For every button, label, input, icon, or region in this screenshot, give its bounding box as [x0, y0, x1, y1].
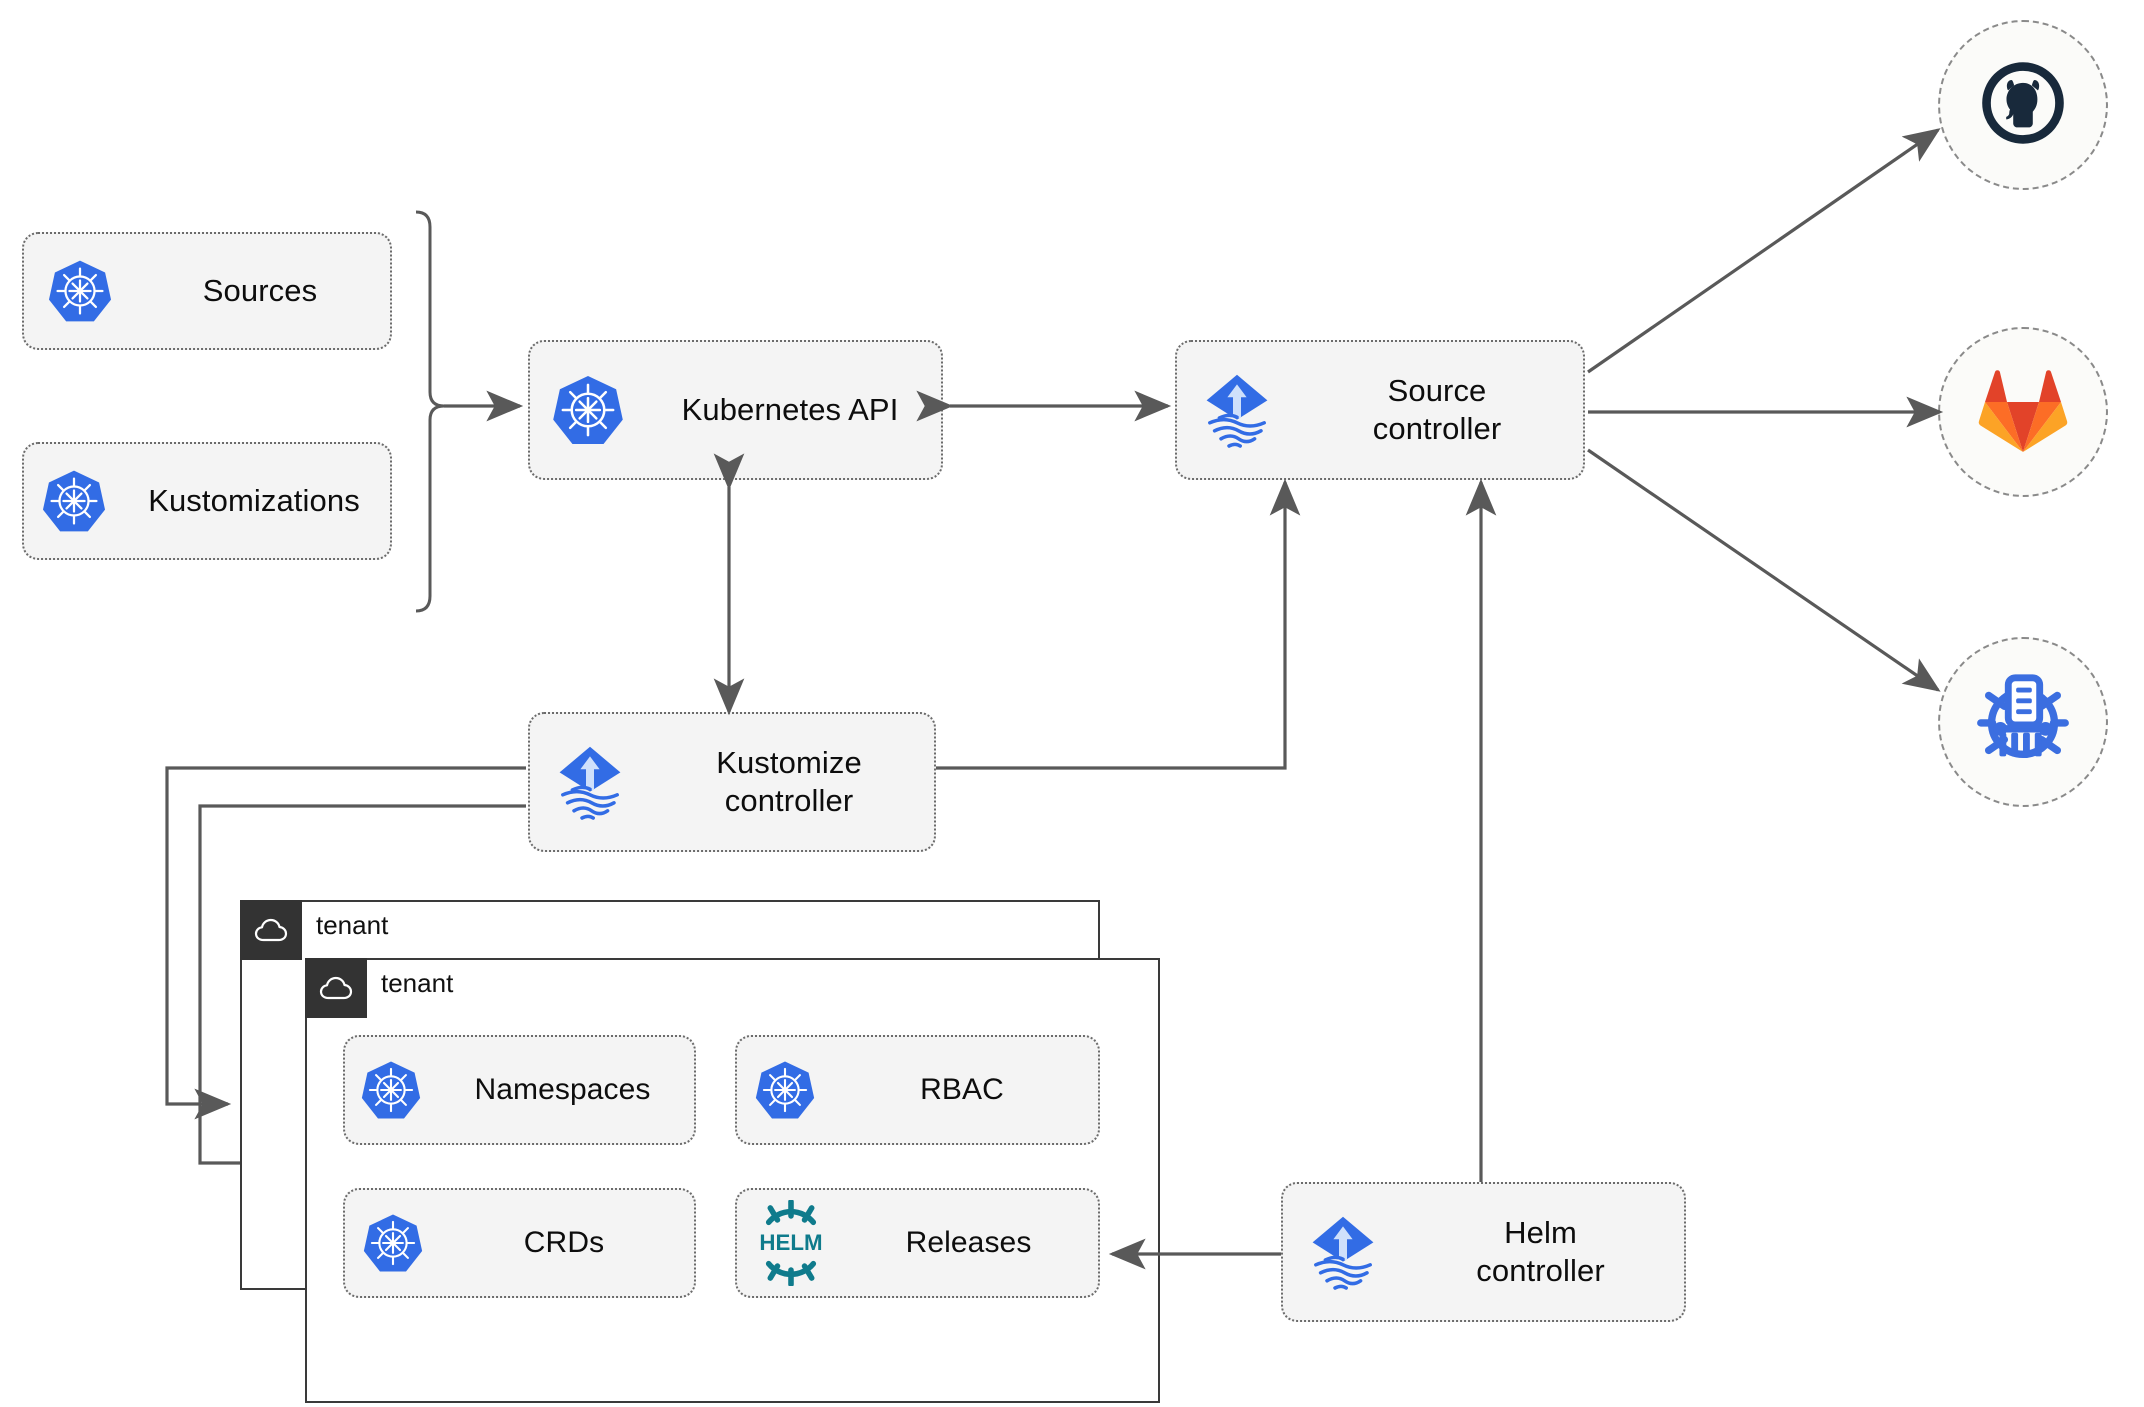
cloud-icon: [239, 899, 302, 960]
tenant-frame-front: tenant: [304, 957, 1160, 1403]
wire-group-bracket: [415, 210, 445, 613]
node-label: CRDs: [523, 1225, 605, 1259]
node-label: Helm controller: [1476, 1215, 1605, 1288]
flux-icon: [530, 742, 650, 822]
wire-source-to-github: [1587, 128, 1941, 374]
node-label: Namespaces: [474, 1072, 651, 1106]
wire-source-to-helmrepo: [1587, 448, 1941, 692]
node-kustomize-controller[interactable]: Kustomize controller: [528, 712, 936, 852]
tenant-label: tenant: [381, 968, 454, 998]
node-label: Kustomize controller: [716, 745, 862, 818]
node-label: Sources: [202, 273, 318, 309]
node-crds[interactable]: CRDs: [343, 1188, 696, 1298]
node-releases[interactable]: HELM Releases: [735, 1188, 1100, 1298]
node-namespaces[interactable]: Namespaces: [343, 1035, 696, 1145]
flux-icon: [1177, 370, 1297, 450]
node-label: Kustomizations: [148, 483, 360, 519]
node-kubernetes-api[interactable]: Kubernetes API: [528, 340, 943, 480]
node-source-controller[interactable]: Source controller: [1175, 340, 1585, 480]
cloud-icon: [304, 957, 367, 1018]
helm-wordmark: HELM: [759, 1230, 822, 1255]
node-helm-controller[interactable]: Helm controller: [1281, 1182, 1686, 1322]
wire-kustomize-to-source: [936, 478, 1301, 770]
kubernetes-icon: [345, 1059, 437, 1121]
node-kustomizations[interactable]: Kustomizations: [22, 442, 392, 560]
provider-helm-repository[interactable]: [1938, 637, 2108, 807]
provider-gitlab[interactable]: [1938, 327, 2108, 497]
gitlab-icon: [1973, 364, 2073, 461]
kubernetes-icon: [24, 468, 124, 534]
node-label: Releases: [905, 1225, 1032, 1259]
node-label: Kubernetes API: [681, 392, 899, 428]
helm-icon: HELM: [737, 1200, 845, 1286]
helm-chart-repository-icon: [1969, 666, 2077, 779]
github-icon: [1975, 55, 2071, 156]
kubernetes-icon: [737, 1059, 832, 1121]
kubernetes-icon: [530, 373, 645, 447]
kubernetes-icon: [24, 258, 136, 324]
provider-github[interactable]: [1938, 20, 2108, 190]
flux-icon: [1283, 1212, 1403, 1292]
node-sources[interactable]: Sources: [22, 232, 392, 350]
kubernetes-icon: [345, 1212, 440, 1274]
node-label: Source controller: [1372, 373, 1502, 446]
node-rbac[interactable]: RBAC: [735, 1035, 1100, 1145]
node-label: RBAC: [920, 1072, 1004, 1106]
tenant-label: tenant: [316, 910, 389, 940]
